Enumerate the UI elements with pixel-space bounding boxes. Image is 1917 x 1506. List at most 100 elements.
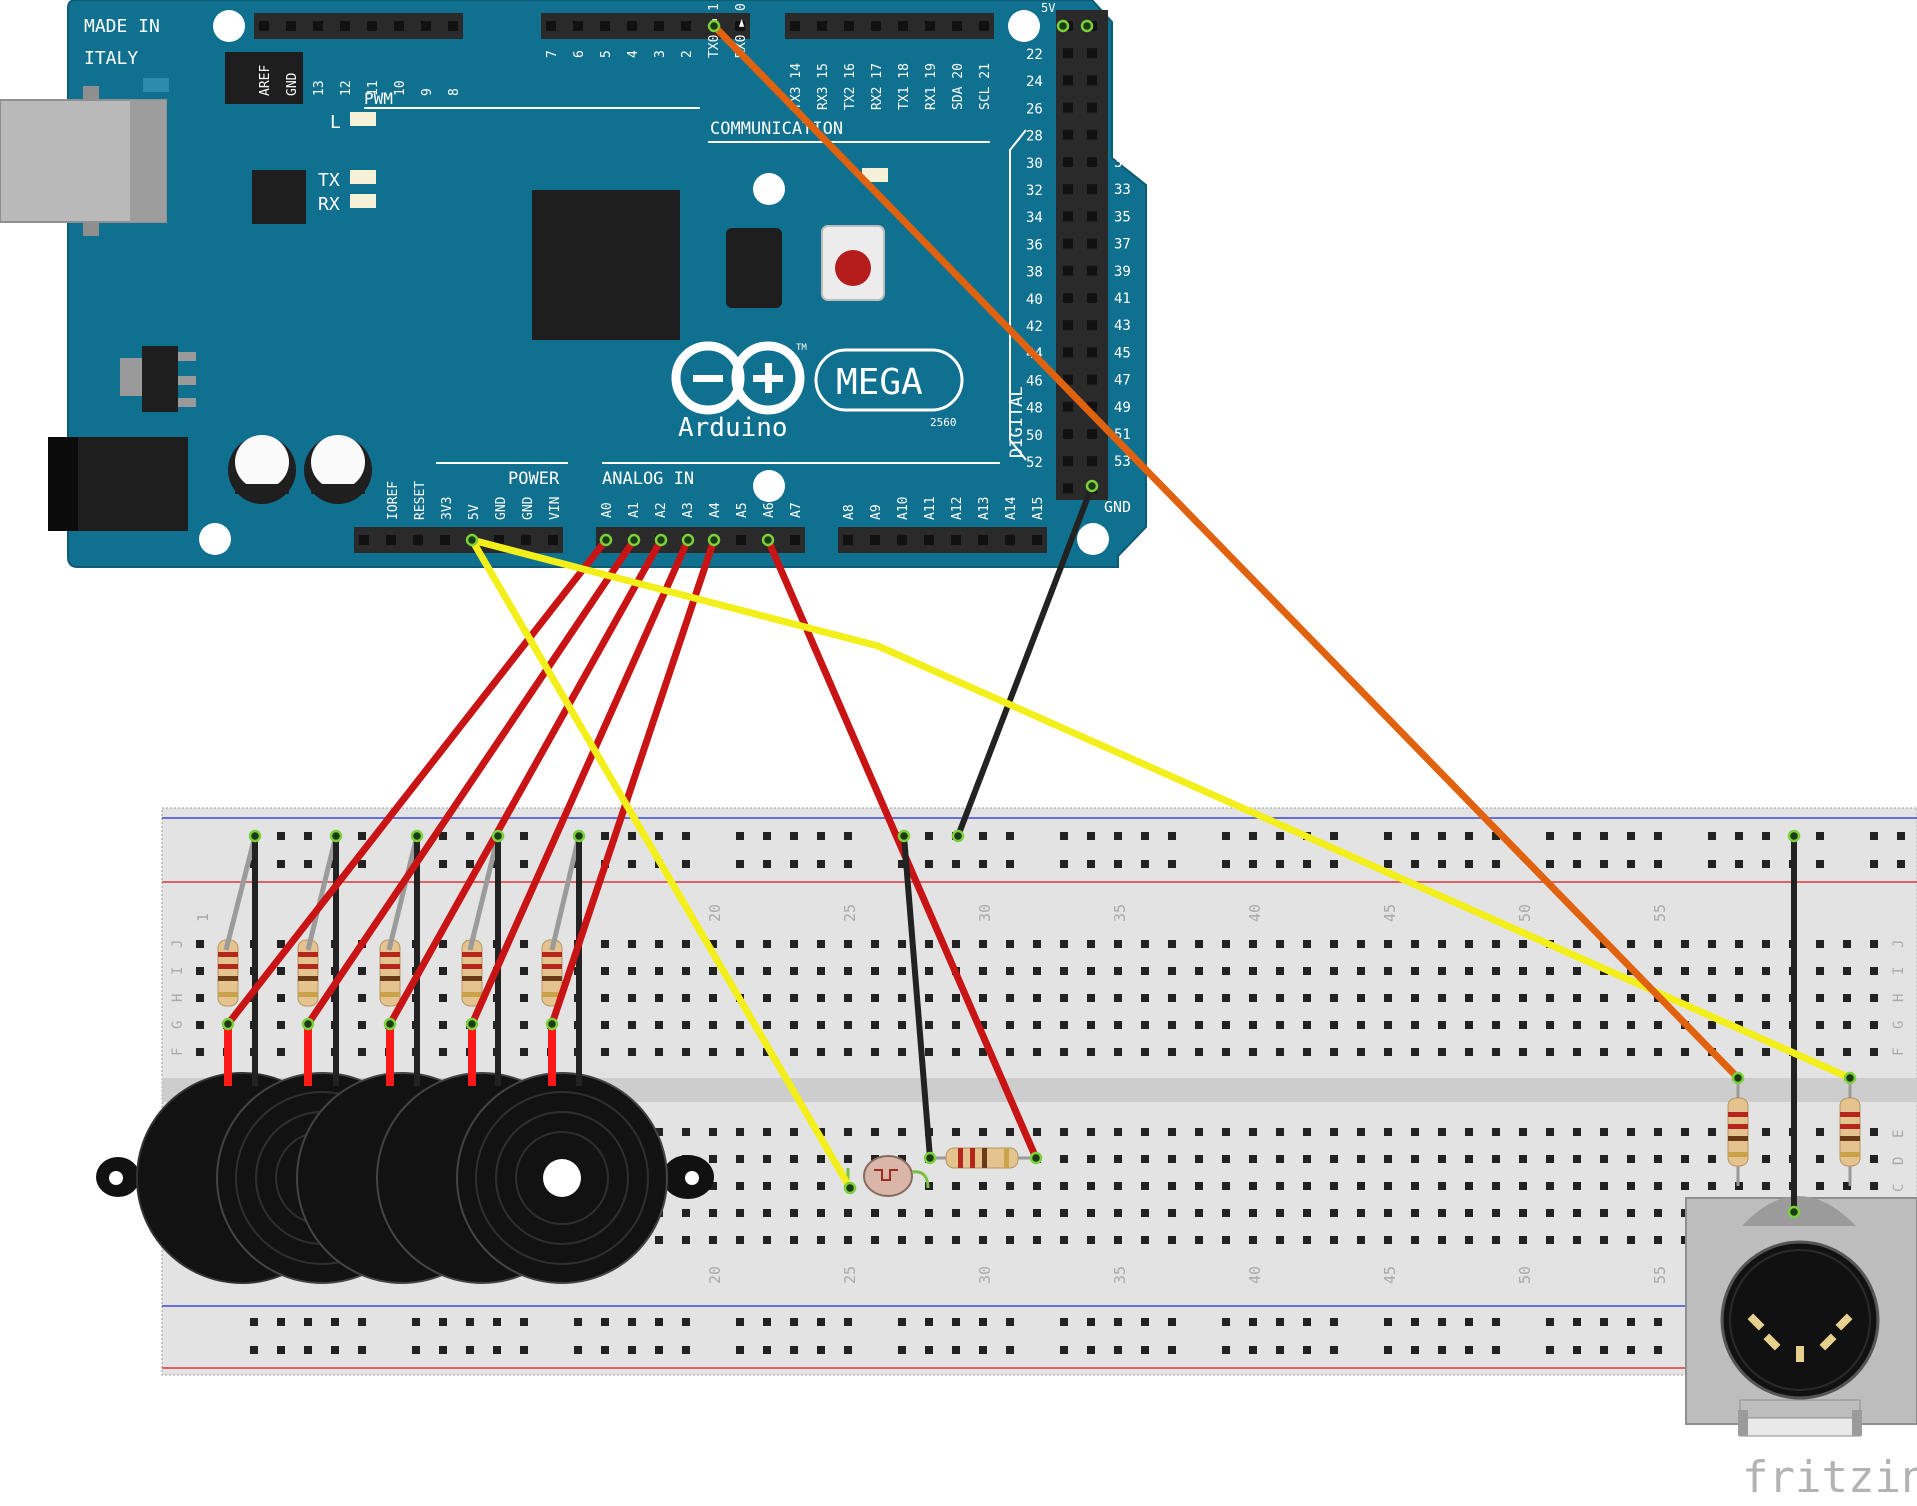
bb-hole xyxy=(763,1182,771,1190)
column-number: 40 xyxy=(1246,904,1264,922)
wire-endpoint xyxy=(951,829,965,843)
bb-hole xyxy=(844,1346,852,1354)
bb-hole xyxy=(682,1128,690,1136)
header-pin xyxy=(925,21,935,31)
bb-hole xyxy=(1411,1209,1419,1217)
bb-hole xyxy=(1357,1128,1365,1136)
bb-hole xyxy=(709,1236,717,1244)
bb-hole xyxy=(1546,1209,1554,1217)
bb-hole xyxy=(1060,1155,1068,1163)
bb-hole xyxy=(574,1318,582,1326)
bb-hole xyxy=(817,1346,825,1354)
header-pin xyxy=(843,535,853,545)
bb-hole xyxy=(439,994,447,1002)
bb-hole xyxy=(979,1048,987,1056)
bb-hole xyxy=(1438,860,1446,868)
led-rx xyxy=(350,194,376,208)
bb-hole xyxy=(1411,860,1419,868)
bb-hole xyxy=(1465,1128,1473,1136)
header-pin xyxy=(790,21,800,31)
bb-hole xyxy=(1330,994,1338,1002)
pin-label: 6 xyxy=(572,50,587,58)
pin-label: 33 xyxy=(1114,182,1131,198)
header-pin xyxy=(844,21,854,31)
bb-hole xyxy=(1681,967,1689,975)
pin-label: A2 xyxy=(654,502,669,518)
bb-hole xyxy=(1465,1236,1473,1244)
header-pin xyxy=(979,21,989,31)
bb-hole xyxy=(1033,1209,1041,1217)
header-pin xyxy=(817,21,827,31)
resistor-band xyxy=(380,992,400,997)
resistor-band xyxy=(462,964,482,969)
bb-hole xyxy=(979,1128,987,1136)
bb-hole xyxy=(1276,940,1284,948)
bb-hole xyxy=(1546,1346,1554,1354)
bb-hole xyxy=(709,1155,717,1163)
reset-button-cap[interactable] xyxy=(835,250,871,286)
bb-hole xyxy=(979,967,987,975)
bb-hole xyxy=(736,1048,744,1056)
row-letter: I xyxy=(1891,967,1907,975)
wire-endpoint xyxy=(465,1017,479,1031)
bb-hole xyxy=(1141,1318,1149,1326)
bb-hole xyxy=(1465,1346,1473,1354)
bb-hole xyxy=(1060,1346,1068,1354)
capacitor-top xyxy=(235,435,289,489)
bb-hole xyxy=(1276,1209,1284,1217)
bb-hole xyxy=(1060,860,1068,868)
header-pin xyxy=(924,535,934,545)
bb-hole xyxy=(1114,1346,1122,1354)
usb-tab xyxy=(83,222,99,236)
bb-hole xyxy=(898,1346,906,1354)
bb-hole xyxy=(493,1318,501,1326)
regulator-pin xyxy=(178,398,196,407)
bb-hole xyxy=(466,832,474,840)
header-pin xyxy=(681,21,691,31)
bb-hole xyxy=(1033,1182,1041,1190)
bb-hole xyxy=(1870,967,1878,975)
bb-hole xyxy=(358,860,366,868)
pin-label: 11 xyxy=(366,80,381,96)
bb-hole xyxy=(466,1346,474,1354)
bb-hole xyxy=(952,1346,960,1354)
bb-hole xyxy=(601,1318,609,1326)
bb-hole xyxy=(1573,1346,1581,1354)
bb-hole xyxy=(1546,832,1554,840)
bb-hole xyxy=(358,994,366,1002)
bb-hole xyxy=(304,860,312,868)
column-number: 25 xyxy=(841,1266,859,1284)
regulator-pin xyxy=(178,352,196,361)
bb-hole xyxy=(1168,1346,1176,1354)
bb-hole xyxy=(844,1155,852,1163)
bb-hole xyxy=(1411,1236,1419,1244)
bb-hole xyxy=(763,1021,771,1029)
pin-label: 31 xyxy=(1114,155,1131,171)
bb-hole xyxy=(1276,860,1284,868)
pin-label: 48 xyxy=(1026,401,1043,417)
bb-hole xyxy=(1087,1021,1095,1029)
pin-label: RX0 ► 0 xyxy=(734,3,749,58)
pin-label: 47 xyxy=(1114,373,1131,389)
header-pin xyxy=(359,535,369,545)
wire-red-a4 xyxy=(548,538,718,1026)
piezo-buzzers xyxy=(96,1072,714,1284)
column-number: 45 xyxy=(1381,904,1399,922)
bb-hole xyxy=(1762,860,1770,868)
bb-hole xyxy=(1627,1155,1635,1163)
bb-hole xyxy=(628,860,636,868)
bb-hole xyxy=(1492,1209,1500,1217)
din-pin xyxy=(1747,1313,1765,1331)
row-letter: C xyxy=(1891,1184,1907,1192)
bb-hole xyxy=(1843,1021,1851,1029)
bb-hole xyxy=(1087,1182,1095,1190)
usb-chip xyxy=(252,170,306,224)
made-in-label: ITALY xyxy=(84,48,138,69)
column-number: 55 xyxy=(1651,904,1669,922)
bb-hole xyxy=(1249,1182,1257,1190)
bb-hole xyxy=(1087,967,1095,975)
bb-hole xyxy=(1438,1318,1446,1326)
header-pin xyxy=(1087,401,1097,412)
bb-hole xyxy=(1357,940,1365,948)
bb-hole xyxy=(871,940,879,948)
